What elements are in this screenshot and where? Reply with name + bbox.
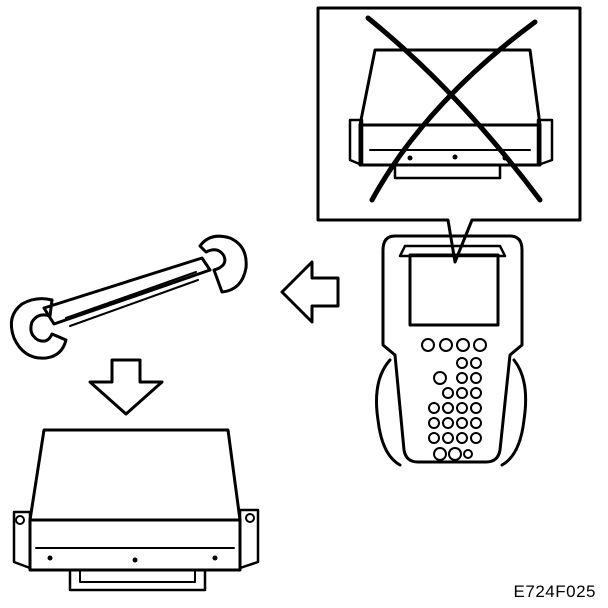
ecu-module-icon (12, 428, 260, 592)
figure-code: E724F025 (513, 582, 596, 601)
wrench-icon (9, 234, 248, 360)
hand-held-tester-icon (375, 234, 528, 467)
arrow-left-icon (280, 260, 340, 324)
arrow-down-icon (88, 358, 164, 416)
callout-box (316, 6, 582, 264)
ecu-module-icon (348, 48, 554, 180)
keypad (421, 338, 487, 461)
cross-out-icon (365, 15, 543, 203)
